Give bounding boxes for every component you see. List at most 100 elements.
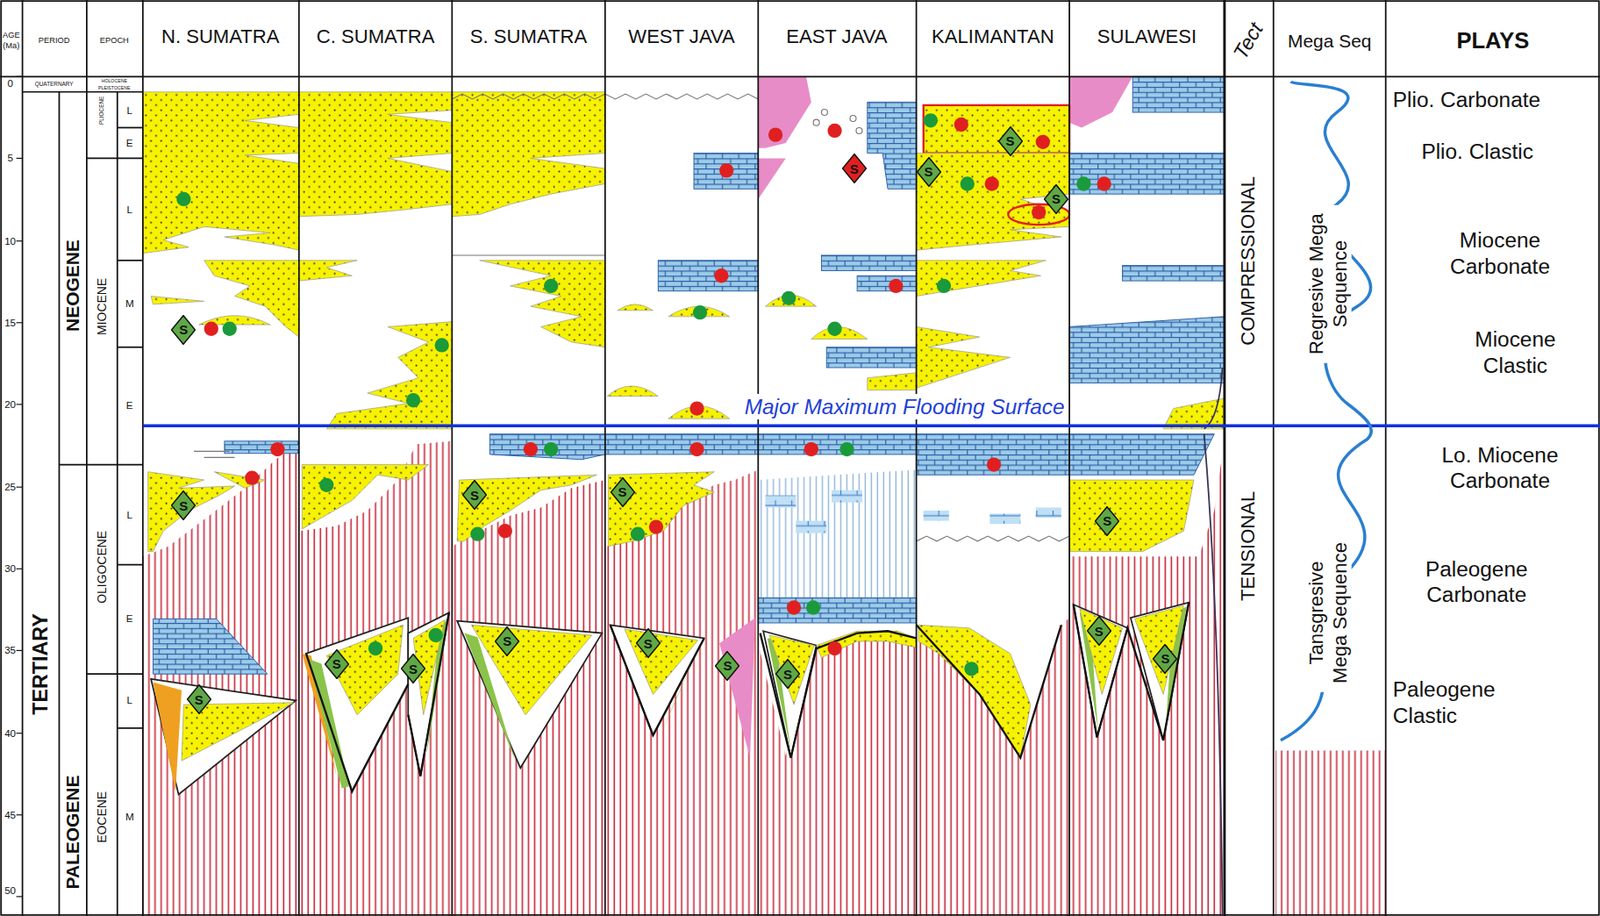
hydrocarbon-dot-green bbox=[692, 305, 708, 320]
table-grid bbox=[915, 0, 918, 916]
table-grid bbox=[86, 672, 143, 675]
hydrocarbon-dot-green bbox=[543, 278, 558, 293]
diamond-outline bbox=[715, 651, 740, 681]
hydrocarbon-dot-green bbox=[923, 113, 938, 128]
clastic-sand bbox=[1069, 479, 1194, 551]
basement-rock bbox=[142, 441, 300, 916]
hydrocarbon-dot-red bbox=[954, 117, 969, 132]
minor-carbonate bbox=[989, 513, 1021, 524]
hydrocarbon-dot-red bbox=[804, 442, 819, 457]
clastic-sand bbox=[479, 260, 606, 348]
carbonate-unit bbox=[152, 76, 1224, 674]
unconformity-line bbox=[916, 535, 1070, 542]
hydrocarbon-dot-green bbox=[222, 321, 237, 336]
graben-fill bbox=[1073, 604, 1129, 737]
column-header: Tect bbox=[1228, 18, 1270, 64]
tectonic-boundary bbox=[1204, 434, 1223, 916]
diamond-outline bbox=[1153, 643, 1178, 673]
basement-unconformity bbox=[916, 624, 1062, 758]
play-name: Miocene Clastic bbox=[1454, 326, 1578, 379]
age-tick-label: 25 bbox=[4, 480, 16, 493]
hydrocarbon-dot-red bbox=[244, 471, 259, 486]
graben-fill bbox=[150, 678, 296, 795]
hydrocarbon-dot-red bbox=[786, 600, 801, 615]
hydrocarbon-dot-green bbox=[964, 661, 979, 676]
hydrocarbon-dot-red bbox=[986, 457, 1001, 472]
flooding-surface-line bbox=[142, 425, 1600, 427]
epoch-subdivision: L bbox=[127, 693, 133, 707]
period-name: TERTIARY bbox=[28, 613, 54, 715]
carbonate-unit bbox=[224, 441, 300, 454]
carbonate-unit bbox=[1132, 76, 1225, 113]
source-rock-letter: S bbox=[924, 164, 934, 179]
hydrocarbon-dot-green bbox=[176, 113, 1091, 676]
unconformity-line bbox=[193, 93, 1070, 542]
carbonate-unit bbox=[857, 275, 916, 291]
sea-level-curve bbox=[1280, 81, 1372, 741]
source-rock-diamond: S bbox=[1094, 506, 1120, 536]
epoch-name: EOCENE bbox=[94, 791, 110, 843]
table-grid bbox=[117, 727, 143, 729]
source-rock-diamond: S bbox=[998, 126, 1023, 157]
diamond-outline bbox=[324, 649, 349, 679]
source-rock-letter: S bbox=[502, 634, 512, 648]
clastic-sand bbox=[1135, 605, 1185, 694]
source-rock-diamond: S bbox=[916, 157, 942, 187]
clastic-sand bbox=[299, 260, 358, 281]
basement-unconformity bbox=[306, 602, 1189, 792]
source-rock-diamond: S bbox=[171, 314, 196, 345]
diamond-outline bbox=[462, 480, 486, 510]
basin-header: EAST JAVA bbox=[785, 25, 887, 50]
hydrocarbon-dot-red bbox=[1097, 176, 1112, 191]
epoch-subdivision: L bbox=[127, 104, 133, 117]
hydrocarbon-dot-green bbox=[543, 442, 558, 457]
hydrocarbon-dot-red bbox=[204, 117, 1112, 656]
clastic-sand bbox=[326, 321, 452, 429]
age-tick-label: 5 bbox=[7, 151, 13, 165]
diamond-outline bbox=[1086, 616, 1111, 646]
clastic-sand bbox=[148, 471, 236, 552]
table-grid bbox=[117, 564, 143, 566]
epoch-subdivision: E bbox=[126, 612, 134, 625]
clastic-sand bbox=[916, 153, 1070, 251]
table-grid bbox=[298, 0, 300, 916]
hydrocarbon-dot-red bbox=[270, 442, 285, 457]
age-tick bbox=[16, 895, 23, 897]
hydrocarbon-dot-green bbox=[936, 278, 951, 293]
carbonate-unit bbox=[757, 597, 916, 623]
play-name: Paleogene Carbonate bbox=[1405, 556, 1549, 608]
source-rock-letter: S bbox=[1006, 134, 1015, 148]
age-tick bbox=[16, 650, 23, 651]
table-grid bbox=[21, 0, 24, 916]
age-tick-label: 50 bbox=[4, 884, 16, 897]
table-grid bbox=[116, 92, 119, 916]
source-rock-letter: S bbox=[783, 667, 793, 681]
age-tick-label: 30 bbox=[4, 562, 16, 575]
source-rock-letter: S bbox=[643, 636, 653, 650]
source-rock-letter: S bbox=[1160, 651, 1170, 665]
source-rock-letter: S bbox=[178, 322, 188, 336]
diamond-outline bbox=[495, 627, 520, 657]
play-name: Lo. Miocene Carbonate bbox=[1423, 442, 1577, 494]
table-grid bbox=[1068, 0, 1071, 916]
source-rock-diamond: S bbox=[842, 153, 867, 184]
hydrocarbon-dot-red bbox=[768, 127, 783, 142]
megasequence-label: Regresive Mega Sequence bbox=[1305, 204, 1352, 363]
diamond-outline bbox=[401, 654, 426, 684]
carbonate-unit bbox=[657, 260, 758, 292]
tectonic-boundary bbox=[1204, 367, 1223, 916]
hydrocarbon-dot-green bbox=[839, 442, 854, 457]
basement-rock bbox=[757, 633, 916, 916]
tectonic-boundary bbox=[1204, 367, 1223, 429]
table-grid bbox=[85, 0, 88, 916]
basement-unconformity bbox=[407, 612, 450, 776]
basement-rock bbox=[142, 438, 1386, 916]
clastic-sand bbox=[607, 385, 658, 397]
column-header: Mega Seq bbox=[1287, 29, 1372, 52]
basement-unconformity bbox=[760, 630, 917, 758]
source-rock-diamond: S bbox=[494, 626, 520, 657]
diamond-outline bbox=[171, 315, 196, 345]
unconformity-line bbox=[193, 450, 230, 452]
